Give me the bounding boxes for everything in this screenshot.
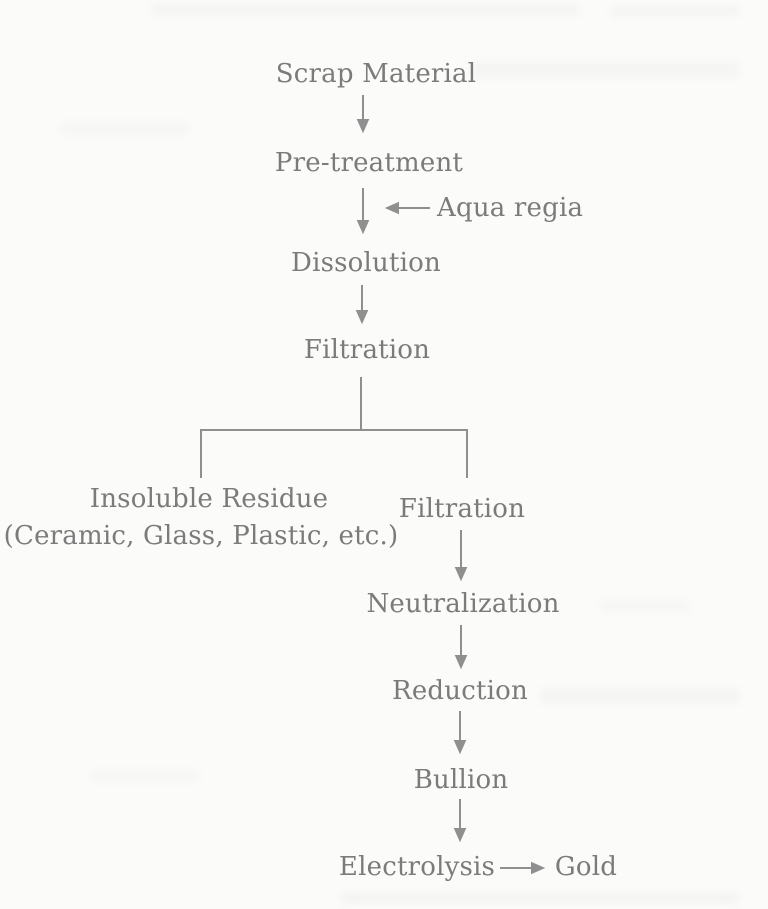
node-bullion: Bullion xyxy=(413,765,509,796)
node-reduction: Reduction xyxy=(392,676,528,707)
node-filtration: Filtration xyxy=(303,335,431,366)
node-electrolysis: Electrolysis xyxy=(338,852,496,883)
node-insoluble-residue: Insoluble Residue xyxy=(89,484,329,515)
node-gold: Gold xyxy=(554,852,618,883)
annotation-aqua-regia: Aqua regia xyxy=(437,193,584,223)
node-scrap-material: Scrap Material xyxy=(275,59,477,90)
node-pre-treatment: Pre-treatment xyxy=(274,148,464,179)
node-neutralization: Neutralization xyxy=(366,589,560,620)
node-insoluble-residue-note: (Ceramic, Glass, Plastic, etc.) xyxy=(3,521,399,552)
node-dissolution: Dissolution xyxy=(291,248,441,279)
node-filtration-2: Filtration xyxy=(398,494,526,525)
